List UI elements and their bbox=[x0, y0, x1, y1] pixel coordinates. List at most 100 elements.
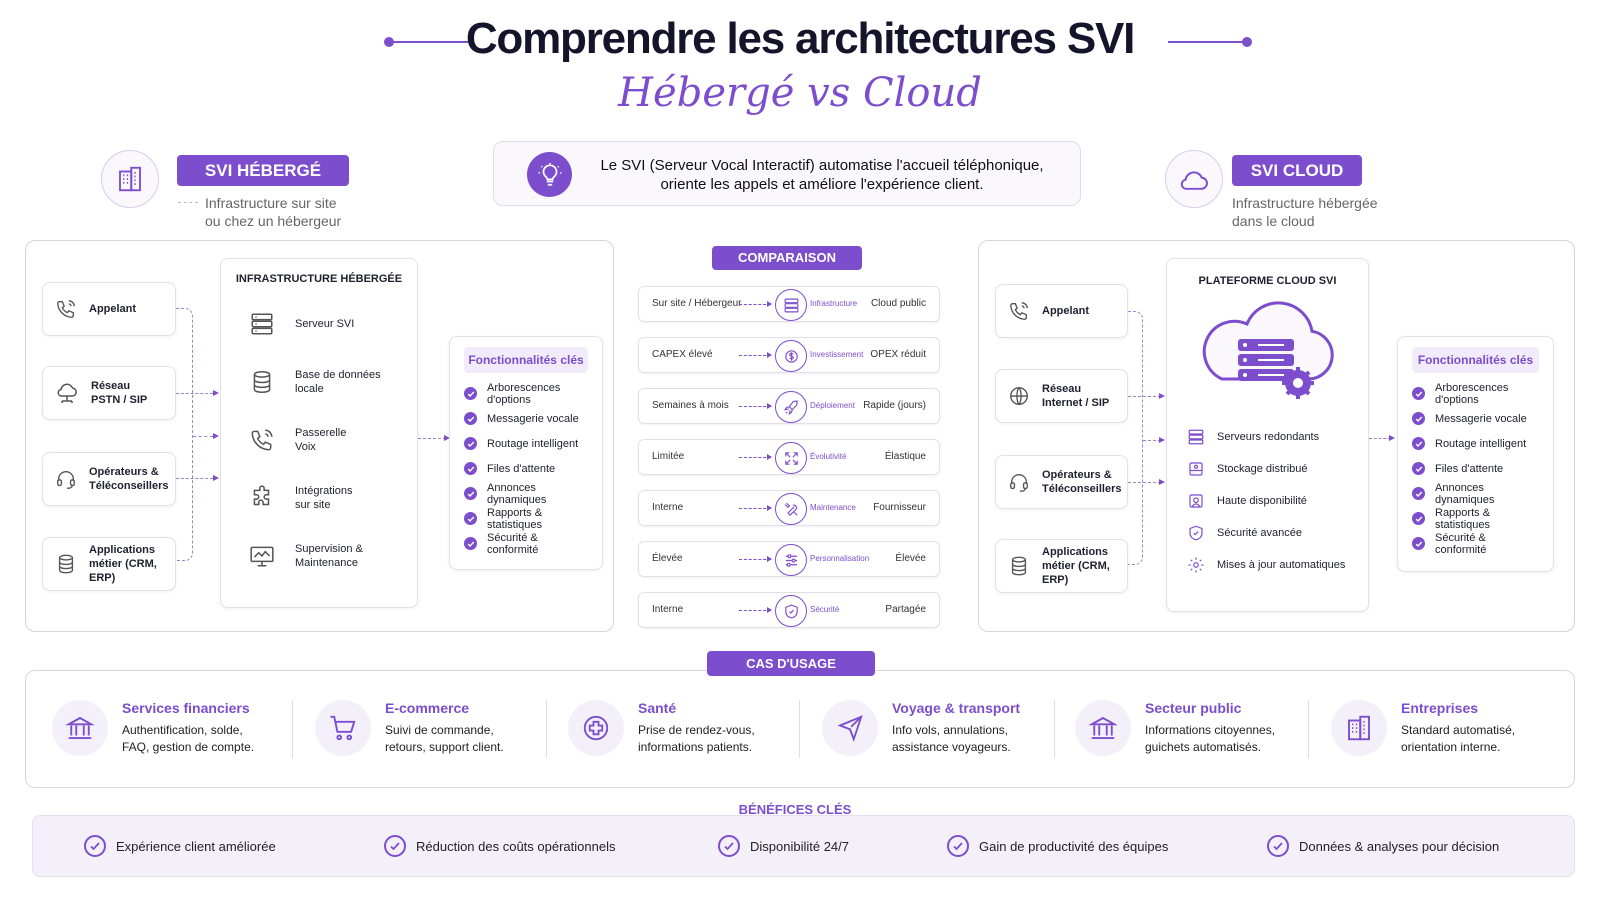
cloud-badge: SVI CLOUD bbox=[1232, 155, 1362, 186]
feature-item: Annonces dynamiques bbox=[464, 481, 588, 506]
comparison-hosted-value: Élevée bbox=[652, 553, 683, 564]
check-icon bbox=[464, 462, 477, 475]
storage-icon bbox=[1187, 460, 1205, 478]
server-icon bbox=[1187, 428, 1205, 446]
platform-item: Sécurité avancée bbox=[1187, 517, 1368, 549]
server-icon bbox=[249, 311, 275, 337]
comparison-criterion: Investissement bbox=[810, 350, 864, 359]
medical-cross-icon bbox=[568, 700, 624, 756]
cloud-source-operators: Opérateurs &Téléconseillers bbox=[995, 455, 1128, 509]
check-circle-icon bbox=[1267, 835, 1289, 857]
benefits-bar bbox=[32, 815, 1575, 877]
feature-item: Rapports & statistiques bbox=[1412, 506, 1539, 531]
cloud-server-illustration bbox=[1198, 299, 1338, 401]
comparison-title: COMPARAISON bbox=[712, 246, 862, 270]
shield-icon bbox=[775, 595, 807, 627]
page-subtitle: Hébergé vs Cloud bbox=[618, 70, 982, 116]
feature-item: Sécurité & conformité bbox=[464, 531, 588, 556]
intro-box: Le SVI (Serveur Vocal Interactif) automa… bbox=[493, 141, 1081, 206]
benefit-item: Réduction des coûts opérationnels bbox=[384, 835, 615, 857]
hosted-badge: SVI HÉBERGÉ bbox=[177, 155, 349, 186]
cloud-icon bbox=[1165, 150, 1223, 208]
government-icon bbox=[1075, 700, 1131, 756]
hosted-infrastructure: INFRASTRUCTURE HÉBERGÉE Serveur SVI Base… bbox=[220, 258, 418, 608]
headset-icon bbox=[1008, 471, 1030, 493]
check-icon bbox=[1412, 412, 1425, 425]
monitor-icon bbox=[249, 543, 275, 569]
money-icon bbox=[775, 340, 807, 372]
globe-icon bbox=[1008, 385, 1030, 407]
comparison-criterion: Maintenance bbox=[810, 503, 856, 512]
hosted-source-operators: Opérateurs &Téléconseillers bbox=[42, 452, 176, 506]
lightbulb-icon bbox=[527, 152, 572, 197]
server-icon bbox=[775, 289, 807, 321]
feature-item: Rapports & statistiques bbox=[464, 506, 588, 531]
check-icon bbox=[1412, 387, 1425, 400]
benefits-title: BÉNÉFICES CLÉS bbox=[738, 802, 852, 817]
check-icon bbox=[1412, 487, 1425, 500]
gear-icon bbox=[1187, 556, 1205, 574]
feature-item: Annonces dynamiques bbox=[1412, 481, 1539, 506]
rocket-icon bbox=[775, 391, 807, 423]
phone-icon bbox=[55, 298, 77, 320]
cloud-features: Fonctionnalités clés Arborescences d'opt… bbox=[1397, 336, 1554, 572]
comparison-hosted-value: CAPEX élevé bbox=[652, 349, 713, 360]
comparison-cloud-value: Fournisseur bbox=[873, 502, 926, 513]
platform-item: Stockage distribué bbox=[1187, 453, 1368, 485]
comparison-criterion: Déploiement bbox=[810, 401, 855, 410]
check-icon bbox=[1412, 462, 1425, 475]
platform-item: Haute disponibilité bbox=[1187, 485, 1368, 517]
benefit-item: Gain de productivité des équipes bbox=[947, 835, 1168, 857]
feature-item: Arborescences d'options bbox=[1412, 381, 1539, 406]
expand-icon bbox=[775, 442, 807, 474]
comparison-hosted-value: Limitée bbox=[652, 451, 685, 462]
hosted-features: Fonctionnalités clés Arborescences d'opt… bbox=[449, 336, 603, 570]
check-icon bbox=[464, 512, 477, 525]
title-deco-right bbox=[1168, 37, 1252, 47]
feature-item: Routage intelligent bbox=[464, 431, 588, 456]
check-icon bbox=[464, 487, 477, 500]
database-icon bbox=[55, 553, 77, 575]
comparison-criterion: Infrastructure bbox=[810, 299, 858, 308]
check-icon bbox=[1412, 537, 1425, 550]
intro-text: Le SVI (Serveur Vocal Interactif) automa… bbox=[600, 157, 1044, 193]
feature-item: Routage intelligent bbox=[1412, 431, 1539, 456]
feature-item: Messagerie vocale bbox=[464, 406, 588, 431]
check-circle-icon bbox=[84, 835, 106, 857]
comparison-cloud-value: OPEX réduit bbox=[870, 349, 926, 360]
feature-item: Files d'attente bbox=[464, 456, 588, 481]
network-cloud-icon bbox=[55, 382, 79, 404]
check-circle-icon bbox=[384, 835, 406, 857]
sliders-icon bbox=[775, 544, 807, 576]
comparison-criterion: Sécurité bbox=[810, 605, 840, 614]
feature-item: Arborescences d'options bbox=[464, 381, 588, 406]
comparison-cloud-value: Cloud public bbox=[870, 298, 926, 309]
cloud-platform: PLATEFORME CLOUD SVI Serveurs redondants… bbox=[1166, 258, 1369, 612]
benefit-item: Données & analyses pour décision bbox=[1267, 835, 1499, 857]
infra-item: Serveur SVI bbox=[221, 295, 417, 353]
infra-item: Supervision &Maintenance bbox=[221, 527, 417, 585]
title-deco-left bbox=[384, 37, 468, 47]
check-icon bbox=[464, 437, 477, 450]
platform-item: Serveurs redondants bbox=[1187, 421, 1368, 453]
shield-icon bbox=[1187, 524, 1205, 542]
comparison-cloud-value: Élastique bbox=[884, 451, 926, 462]
building-icon bbox=[1331, 700, 1387, 756]
check-circle-icon bbox=[947, 835, 969, 857]
platform-item: Mises à jour automatiques bbox=[1187, 549, 1368, 581]
